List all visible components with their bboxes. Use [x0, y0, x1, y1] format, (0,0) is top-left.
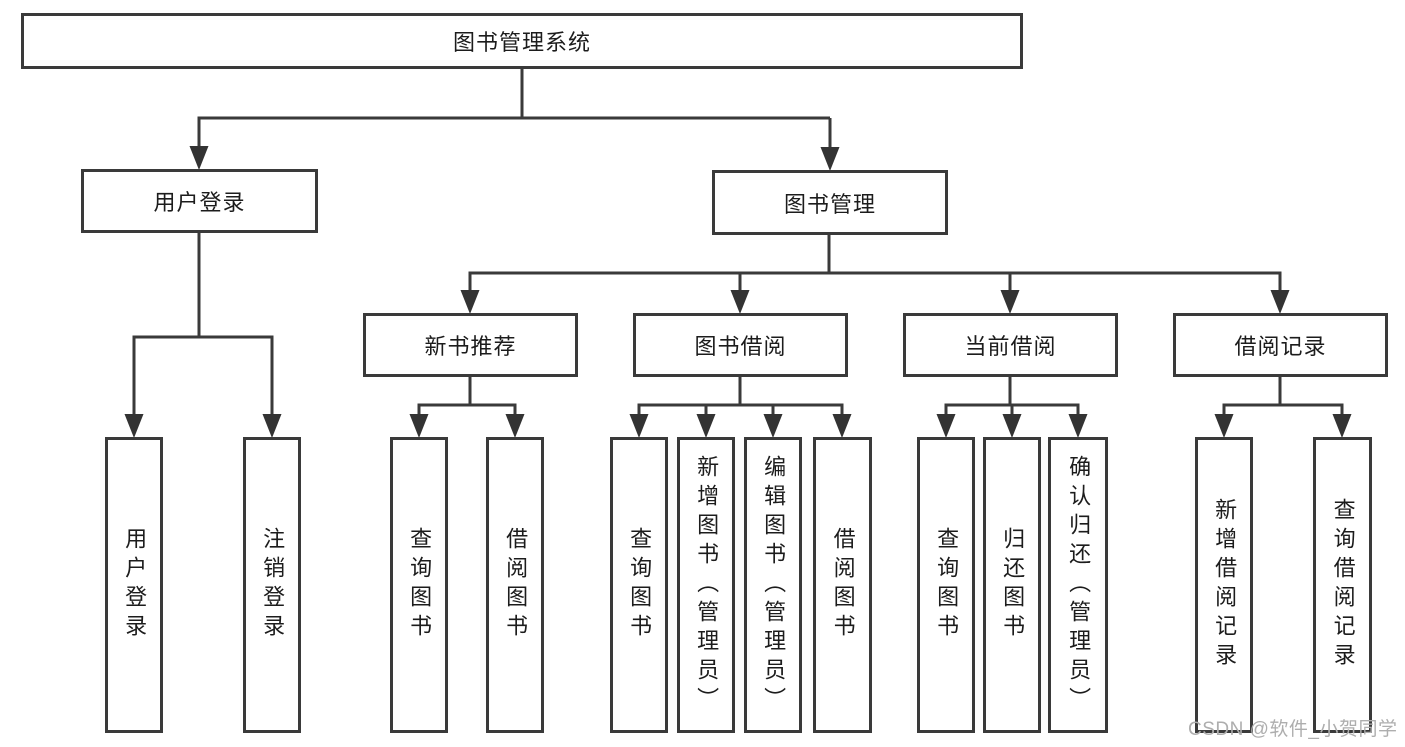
edge-current-leaves — [944, 377, 1080, 418]
node-label: 归还图书 — [1000, 527, 1026, 643]
node-book-management: 图书管理 — [712, 170, 948, 235]
node-leaf-add-book-admin: 新增图书（管理员） — [677, 437, 735, 733]
node-label: 确认归还（管理员） — [1066, 454, 1092, 716]
node-label: 新书推荐 — [424, 334, 517, 359]
node-book-borrowing: 图书借阅 — [633, 313, 848, 377]
node-label: 查询借阅记录 — [1330, 498, 1356, 672]
edge-bookmgmt-level3 — [468, 235, 1282, 294]
edge-records-leaves — [1222, 377, 1344, 418]
node-user-login: 用户登录 — [81, 169, 318, 233]
node-label: 查询图书 — [934, 527, 960, 643]
node-label: 当前借阅 — [964, 334, 1057, 359]
node-leaf-edit-book-admin: 编辑图书（管理员） — [744, 437, 802, 733]
node-label: 用户登录 — [153, 190, 246, 215]
node-label: 查询图书 — [407, 527, 433, 643]
node-label: 新增借阅记录 — [1212, 498, 1238, 672]
edge-borrowing-leaves — [637, 377, 844, 418]
node-label: 编辑图书（管理员） — [761, 454, 787, 716]
arrowheads — [124, 146, 1352, 438]
node-leaf-query-books-recommend: 查询图书 — [390, 437, 448, 733]
node-label: 图书管理系统 — [452, 30, 591, 55]
edge-newbook-leaves — [417, 377, 517, 418]
node-leaf-query-books-borrowing: 查询图书 — [610, 437, 668, 733]
edge-userlogin-leaves — [132, 233, 274, 418]
node-label: 注销登录 — [260, 527, 286, 643]
node-leaf-borrow-books-recommend: 借阅图书 — [486, 437, 544, 733]
node-leaf-query-books-current: 查询图书 — [917, 437, 975, 733]
node-library-system: 图书管理系统 — [21, 13, 1023, 69]
node-leaf-query-borrow-record: 查询借阅记录 — [1313, 437, 1372, 733]
node-label: 借阅记录 — [1234, 334, 1327, 359]
node-leaf-confirm-return-admin: 确认归还（管理员） — [1048, 437, 1108, 733]
edge-root-level2 — [197, 69, 832, 151]
node-label: 图书借阅 — [694, 334, 787, 359]
node-label: 借阅图书 — [503, 527, 529, 643]
node-leaf-return-books: 归还图书 — [983, 437, 1041, 733]
node-borrowing-records: 借阅记录 — [1173, 313, 1388, 377]
node-leaf-borrow-books-borrowing: 借阅图书 — [813, 437, 872, 733]
node-leaf-logout: 注销登录 — [243, 437, 301, 733]
node-current-borrowing: 当前借阅 — [903, 313, 1118, 377]
node-leaf-add-borrow-record: 新增借阅记录 — [1195, 437, 1253, 733]
node-label: 用户登录 — [122, 527, 148, 643]
node-label: 新增图书（管理员） — [694, 454, 720, 716]
node-leaf-user-login: 用户登录 — [105, 437, 163, 733]
node-label: 查询图书 — [627, 527, 653, 643]
node-label: 图书管理 — [783, 191, 876, 217]
node-new-book-recommendation: 新书推荐 — [363, 313, 578, 377]
watermark: CSDN @软件_小贺同学 — [1188, 719, 1398, 740]
node-label: 借阅图书 — [830, 527, 856, 643]
